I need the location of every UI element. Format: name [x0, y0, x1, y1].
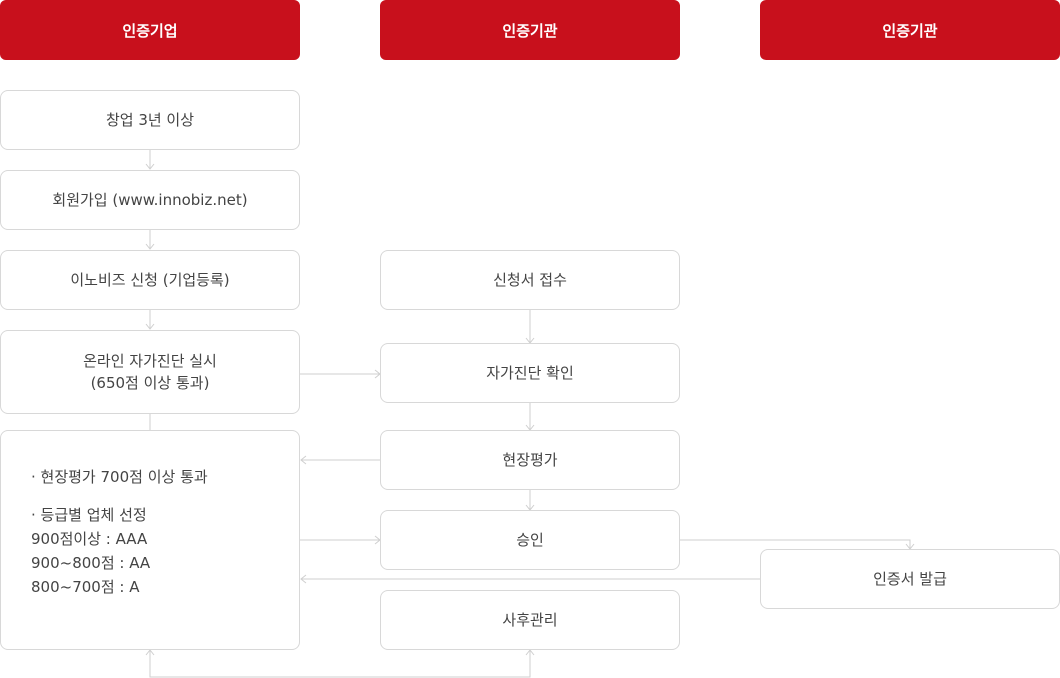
step-member-signup: 회원가입 (www.innobiz.net) [0, 170, 300, 230]
step-online-self-diagnosis: 온라인 자가진단 실시 (650점 이상 통과) [0, 330, 300, 414]
step-self-diagnosis-check: 자가진단 확인 [380, 343, 680, 403]
criteria-grade-aa: 900~800점 : AA [31, 554, 151, 572]
header-certified-company: 인증기업 [0, 0, 300, 60]
criteria-grade-selection: · 등급별 업체 선정 [31, 506, 147, 524]
criteria-grade-a: 800~700점 : A [31, 578, 140, 596]
step-startup-3-years: 창업 3년 이상 [0, 90, 300, 150]
criteria-grade-aaa: 900점이상 : AAA [31, 530, 148, 548]
criteria-field-eval: · 현장평가 700점 이상 통과 [31, 468, 208, 486]
step-application-receipt: 신청서 접수 [380, 250, 680, 310]
step-label: 회원가입 (www.innobiz.net) [52, 191, 248, 209]
step-field-evaluation: 현장평가 [380, 430, 680, 490]
step-label-line2: (650점 이상 통과) [90, 374, 210, 392]
step-aftercare: 사후관리 [380, 590, 680, 650]
step-label: 사후관리 [502, 611, 558, 629]
step-label-line1: 온라인 자가진단 실시 [83, 352, 217, 370]
header-certification-agency: 인증기관 [380, 0, 680, 60]
step-approval: 승인 [380, 510, 680, 570]
selection-criteria-box: · 현장평가 700점 이상 통과 · 등급별 업체 선정 900점이상 : A… [0, 430, 300, 650]
step-label: 승인 [516, 531, 544, 549]
step-certificate-issuance: 인증서 발급 [760, 549, 1060, 609]
step-label: 신청서 접수 [493, 271, 567, 289]
step-innobiz-application: 이노비즈 신청 (기업등록) [0, 250, 300, 310]
step-label: 자가진단 확인 [486, 364, 574, 382]
header-certification-agency-2: 인증기관 [760, 0, 1060, 60]
step-label: 인증서 발급 [873, 570, 947, 588]
step-label: 이노비즈 신청 (기업등록) [70, 271, 230, 289]
step-label: 창업 3년 이상 [105, 111, 195, 129]
step-label: 현장평가 [502, 451, 558, 469]
